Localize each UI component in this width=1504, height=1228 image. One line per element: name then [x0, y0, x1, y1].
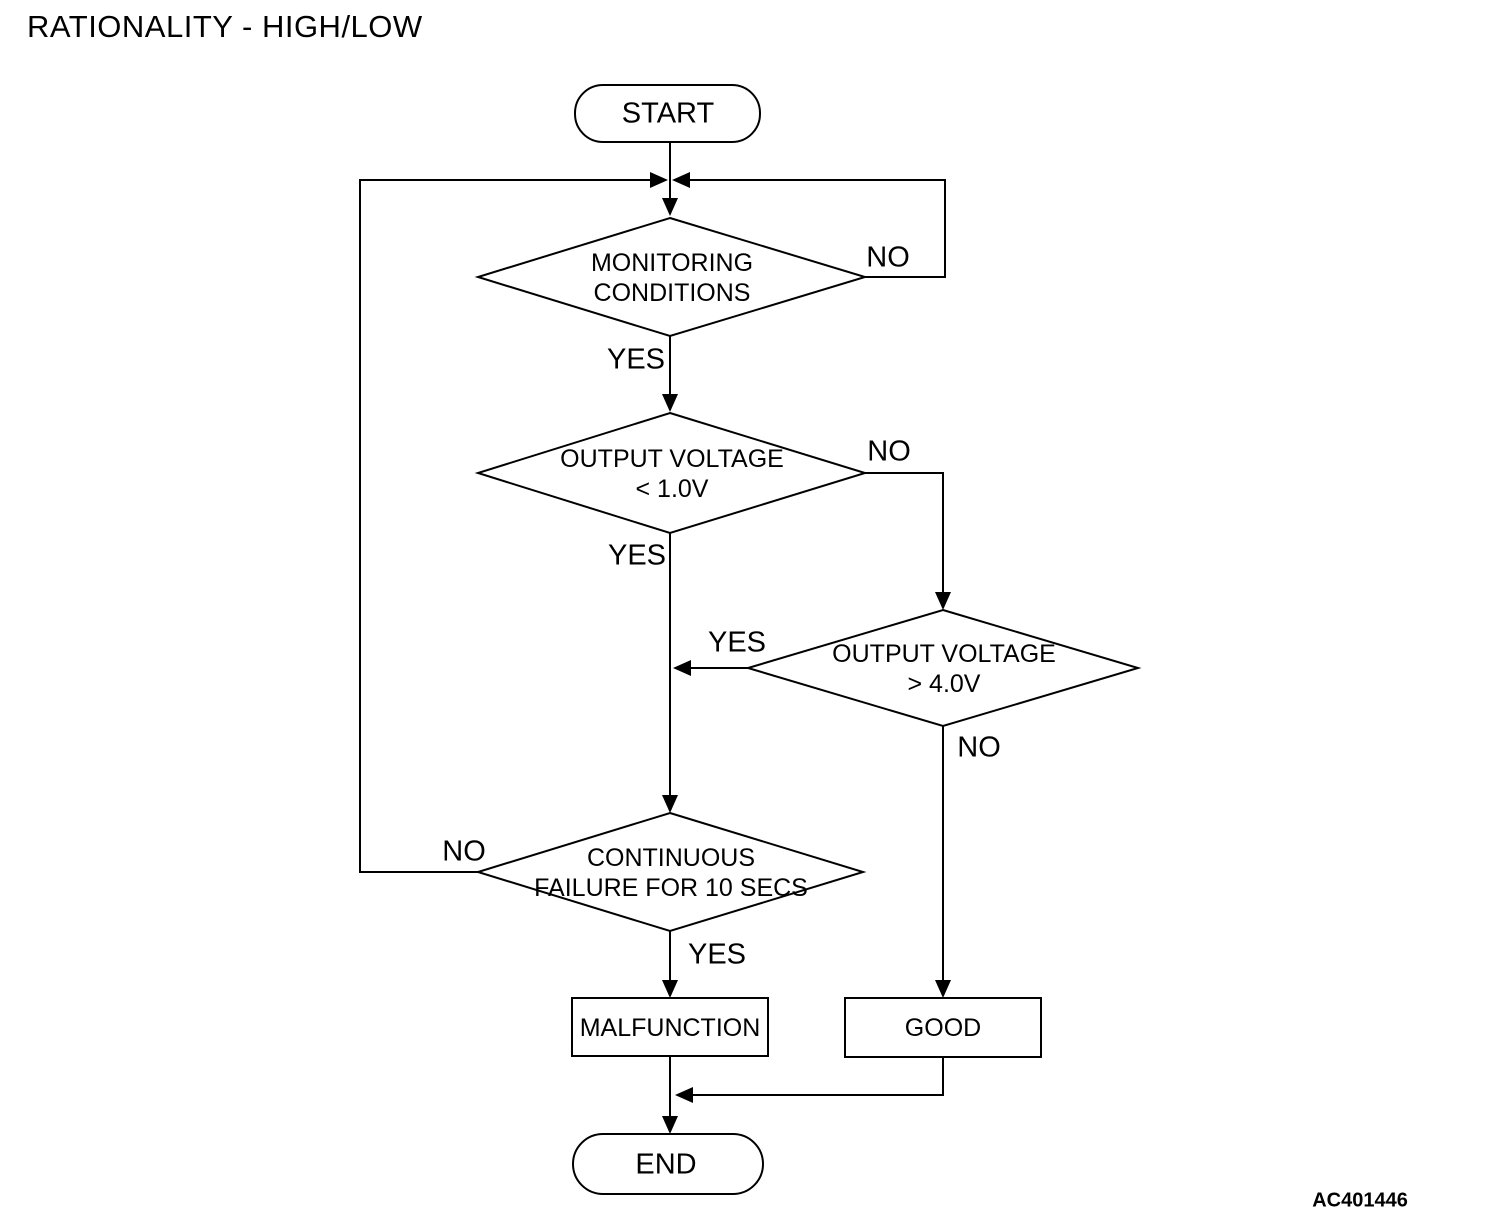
figure-code: AC401446 — [1312, 1189, 1408, 1212]
continuous-failure-label: CONTINUOUS FAILURE FOR 10 SECS — [534, 843, 808, 903]
continuous-no-label: NO — [442, 835, 486, 868]
output-voltage-low-line2: < 1.0V — [635, 475, 709, 503]
output-voltage-high-diamond — [744, 608, 1142, 728]
continuous-yes-arrowhead — [662, 980, 678, 998]
voltage-high-yes-label: YES — [707, 626, 767, 659]
end-label: END — [635, 1148, 697, 1181]
voltage-low-yes-label: YES — [607, 539, 667, 572]
continuous-failure-diamond — [474, 811, 867, 933]
malfunction-label: MALFUNCTION — [579, 1014, 761, 1042]
good-merge-arrowhead — [675, 1087, 693, 1103]
monitoring-conditions-line2: CONDITIONS — [593, 279, 751, 307]
page-title: RATIONALITY - HIGH/LOW — [27, 9, 423, 44]
good-label: GOOD — [904, 1014, 982, 1042]
monitoring-no-feedback-line — [690, 179, 946, 278]
voltage-low-no-connector — [865, 472, 944, 592]
continuous-no-feedback-line — [359, 179, 650, 873]
output-voltage-high-line1: OUTPUT VOLTAGE — [832, 640, 1056, 668]
output-voltage-high-line2: > 4.0V — [907, 670, 981, 698]
monitoring-conditions-diamond — [474, 216, 869, 338]
monitoring-yes-label: YES — [606, 343, 666, 376]
end-node — [572, 1133, 764, 1195]
voltage-low-no-label: NO — [867, 435, 911, 468]
malfunction-box — [571, 997, 769, 1057]
monitoring-conditions-label: MONITORING CONDITIONS — [591, 248, 753, 308]
good-box — [844, 997, 1042, 1058]
voltage-high-no-label: NO — [957, 731, 1001, 764]
voltage-high-yes-arrowhead — [673, 660, 691, 676]
start-label: START — [621, 97, 715, 130]
voltage-low-no-arrowhead — [935, 592, 951, 610]
output-voltage-high-label: OUTPUT VOLTAGE > 4.0V — [832, 639, 1056, 699]
monitoring-no-label: NO — [866, 241, 910, 274]
left-feedback-arrowhead — [650, 172, 668, 188]
monitoring-yes-arrowhead — [662, 394, 678, 412]
output-voltage-low-label: OUTPUT VOLTAGE < 1.0V — [560, 444, 784, 504]
voltage-low-yes-arrowhead — [662, 795, 678, 813]
start-arrowhead — [662, 198, 678, 216]
continuous-failure-line2: FAILURE FOR 10 SECS — [534, 874, 808, 902]
malfunction-end-arrowhead — [662, 1116, 678, 1134]
continuous-failure-line1: CONTINUOUS — [586, 844, 756, 872]
right-feedback-arrowhead — [672, 172, 690, 188]
continuous-yes-label: YES — [687, 938, 747, 971]
output-voltage-low-diamond — [474, 411, 869, 535]
monitoring-conditions-line1: MONITORING — [590, 249, 754, 277]
output-voltage-low-line1: OUTPUT VOLTAGE — [560, 445, 784, 473]
start-node — [574, 84, 761, 143]
good-merge-connector — [693, 1057, 944, 1096]
voltage-high-no-arrowhead — [935, 980, 951, 998]
